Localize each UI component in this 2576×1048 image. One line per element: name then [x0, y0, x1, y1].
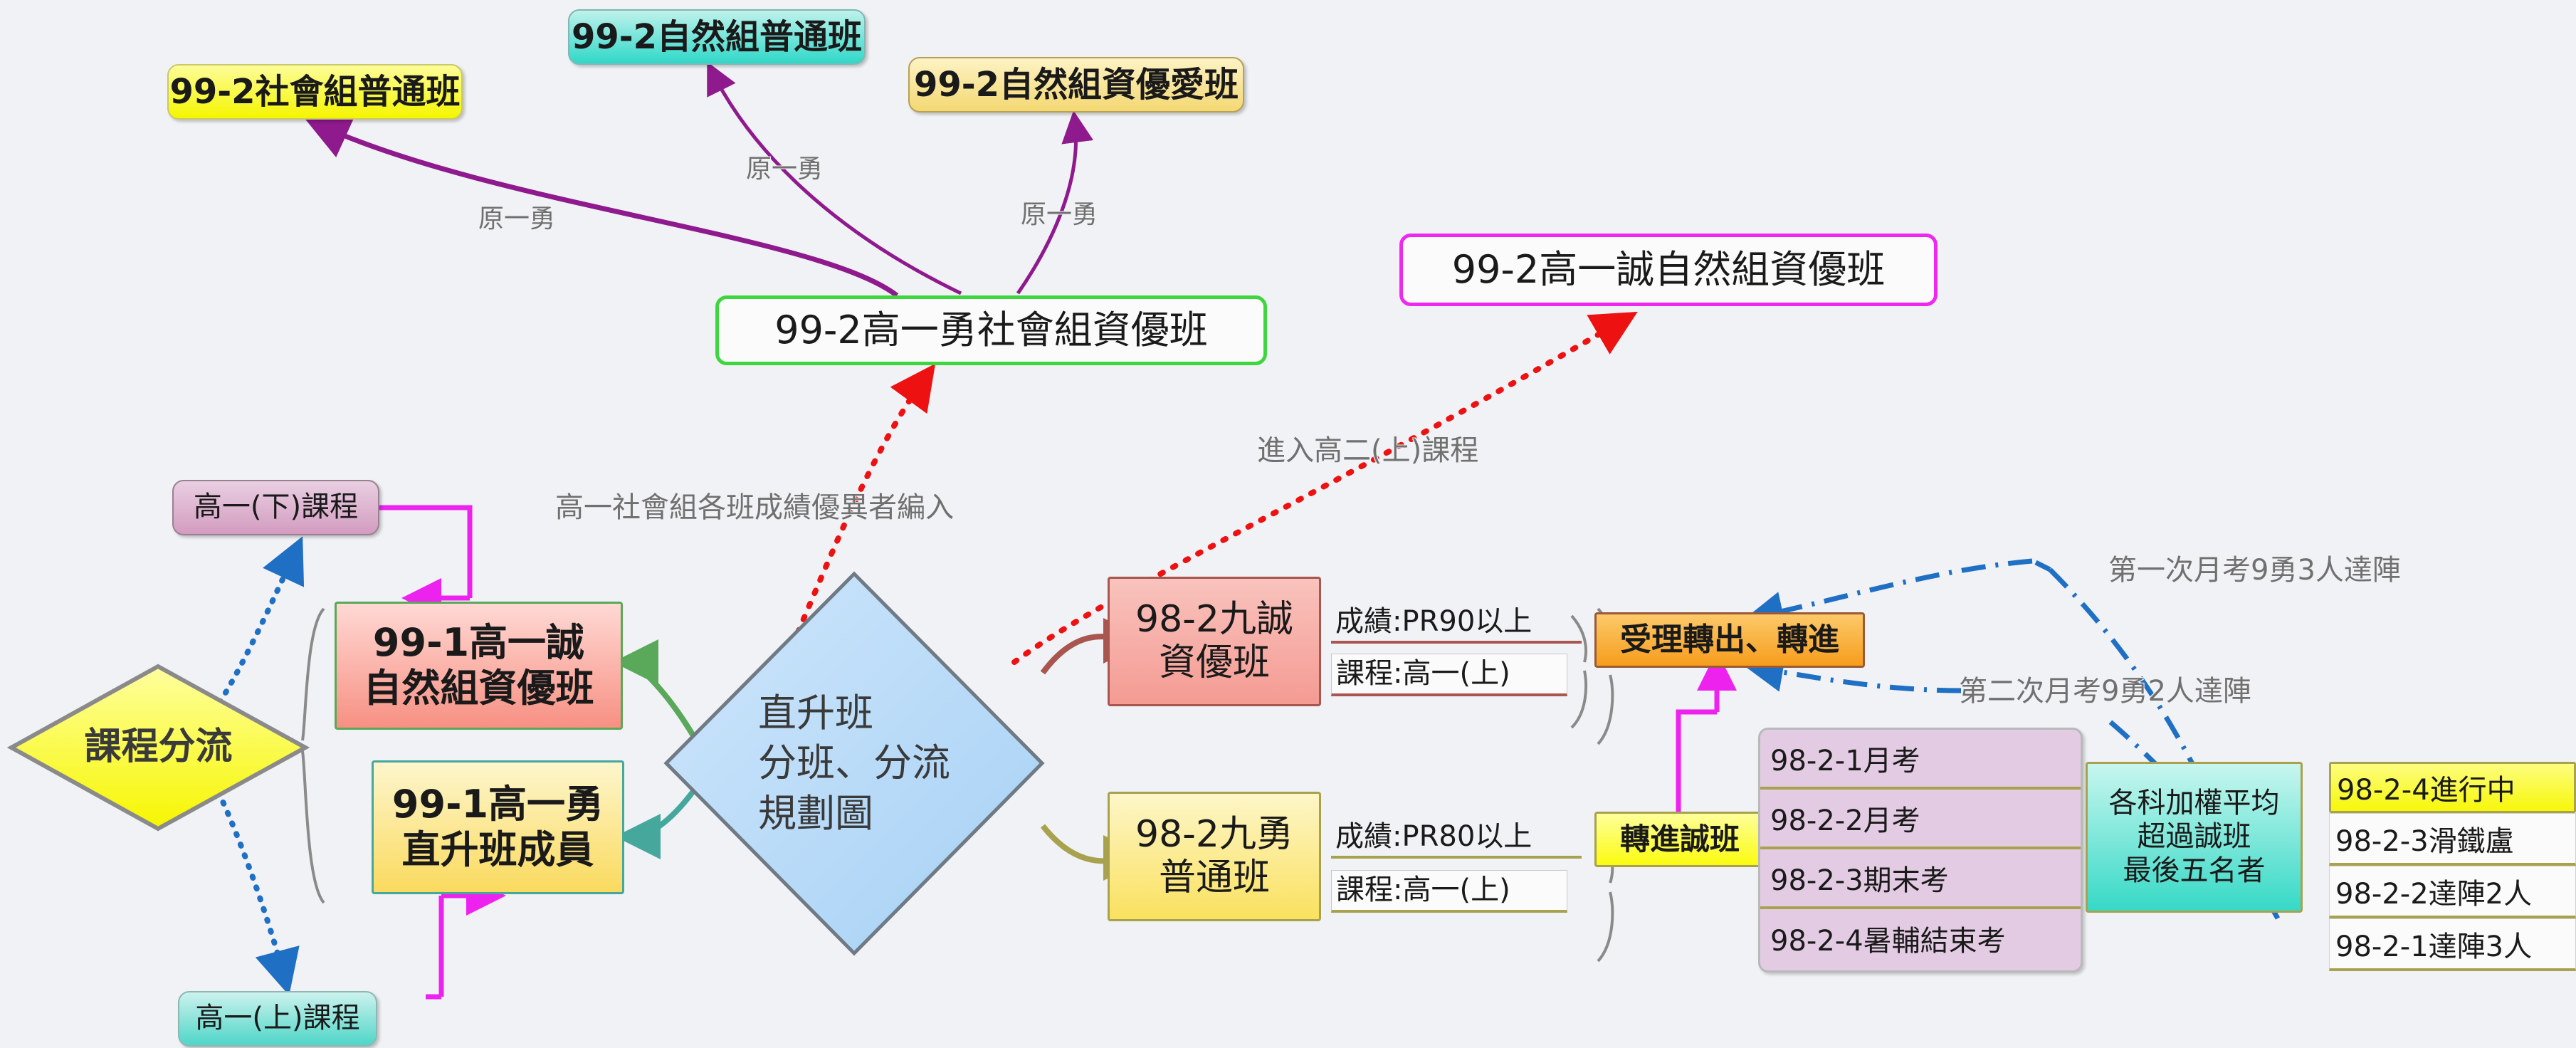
criteria-cheng-score: 成績:PR90以上 — [1331, 604, 1582, 644]
result-row[interactable]: 98-2-2達陣2人 — [2329, 866, 2576, 918]
edge-label-yuan-yi-yong-3: 原一勇 — [1021, 200, 1098, 229]
node-course-senior1-fall[interactable]: 高一(上)課程 — [178, 991, 377, 1047]
node-991-yong-direct-promotion[interactable]: 99-1高一勇 直升班成員 — [372, 760, 624, 894]
criteria-yong-course: 課程:高一(上) — [1331, 870, 1567, 913]
node-992-cheng-science-gifted-class[interactable]: 99-2高一誠自然組資優班 — [1399, 234, 1938, 306]
edge-label-social-excellent-assign: 高一社會組各班成績優異者編入 — [555, 491, 954, 524]
exam-result-stack: 98-2-4進行中 98-2-3滑鐵盧 98-2-2達陣2人 98-2-1達陣3… — [2329, 762, 2576, 974]
edge-label-exam2-yong-2-pass: 第二次月考9勇2人達陣 — [1959, 675, 2251, 708]
node-weighted-average-rule[interactable]: 各科加權平均 超過誠班 最後五名者 — [2086, 762, 2303, 913]
node-991-cheng-science-gifted[interactable]: 99-1高一誠 自然組資優班 — [335, 602, 623, 730]
node-transfer-to-cheng-class[interactable]: 轉進誠班 — [1594, 812, 1765, 867]
edge-label-enter-senior2-course: 進入高二(上)課程 — [1257, 434, 1479, 467]
node-982-jiucheng-gifted-class[interactable]: 98-2九誠 資優班 — [1108, 577, 1321, 706]
central-title-label: 直升班 分班、分流 規劃圖 — [758, 691, 950, 836]
result-row[interactable]: 98-2-1達陣3人 — [2329, 918, 2576, 971]
decision-label: 課程分流 — [84, 725, 233, 769]
result-row[interactable]: 98-2-3滑鐵盧 — [2329, 813, 2576, 866]
exam-row[interactable]: 98-2-2月考 — [1760, 790, 2081, 849]
node-accept-transfer-in-out[interactable]: 受理轉出、轉進 — [1594, 612, 1865, 668]
edge-label-exam1-yong-3-pass: 第一次月考9勇3人達陣 — [2108, 554, 2401, 587]
result-row-highlighted[interactable]: 98-2-4進行中 — [2329, 762, 2576, 813]
node-982-jiuyong-normal-class[interactable]: 98-2九勇 普通班 — [1108, 792, 1321, 921]
diamond-shape-center — [663, 571, 1045, 956]
criteria-cheng-course: 課程:高一(上) — [1331, 654, 1567, 696]
exam-row[interactable]: 98-2-3期末考 — [1760, 849, 2081, 909]
exam-row[interactable]: 98-2-1月考 — [1760, 730, 2081, 790]
criteria-yong-score: 成績:PR80以上 — [1331, 819, 1582, 859]
node-992-science-gifted-ai-class[interactable]: 99-2自然組資優愛班 — [908, 57, 1244, 112]
diamond-shape — [7, 664, 310, 832]
node-992-yong-social-gifted-class[interactable]: 99-2高一勇社會組資優班 — [715, 295, 1267, 365]
exam-schedule-stack: 98-2-1月考 98-2-2月考 98-2-3期末考 98-2-4暑輔結束考 — [1758, 728, 2083, 973]
exam-row[interactable]: 98-2-4暑輔結束考 — [1770, 925, 2006, 958]
decision-course-streaming[interactable]: 課程分流 — [7, 662, 310, 833]
central-title-diamond[interactable]: 直升班 分班、分流 規劃圖 — [662, 570, 1046, 958]
node-992-science-normal-class[interactable]: 99-2自然組普通班 — [568, 9, 866, 65]
edge-label-yuan-yi-yong-2: 原一勇 — [746, 154, 824, 184]
node-992-social-normal-class[interactable]: 99-2社會組普通班 — [167, 64, 463, 120]
node-course-senior1-spring[interactable]: 高一(下)課程 — [172, 480, 379, 535]
edge-label-yuan-yi-yong-1: 原一勇 — [478, 204, 556, 234]
